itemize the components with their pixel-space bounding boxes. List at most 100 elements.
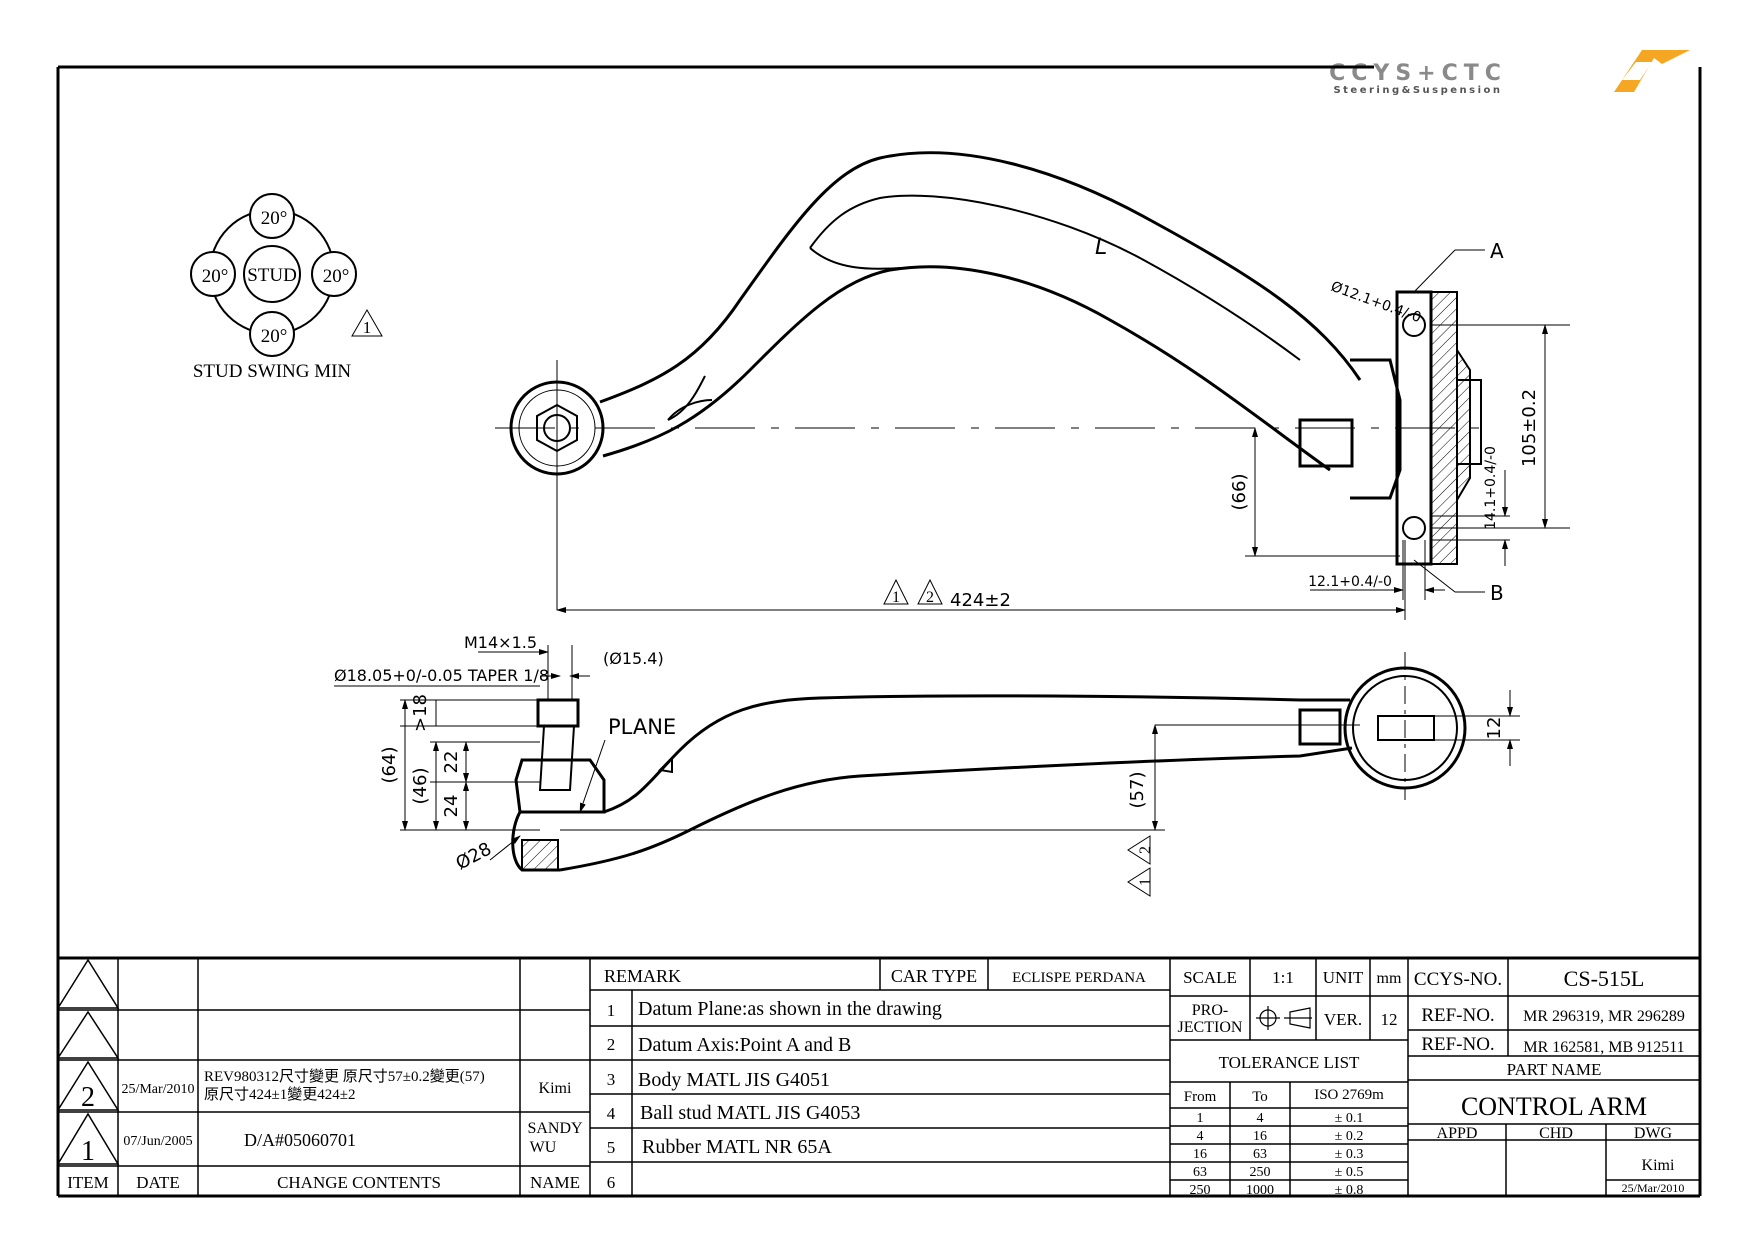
title-block: [57, 958, 1700, 1196]
remarks-table: REMARK CAR TYPE ECLISPE PERDANA 1 Datum …: [604, 966, 1146, 1192]
revision-triangle-icon: [351, 308, 383, 337]
remark-n-6: 6: [607, 1173, 616, 1192]
tol-header-iso: ISO 2769m: [1314, 1087, 1384, 1103]
dim-64: (64): [379, 747, 400, 784]
stud-angle-top: 20°: [261, 208, 288, 229]
dim-18: >18: [410, 694, 431, 732]
dim-hole-diameter: Ø12.1+0.4/-0: [1329, 279, 1424, 326]
stud-swing-caption: STUD SWING MIN: [193, 361, 352, 382]
remark-text-1: Datum Plane:as shown in the drawing: [638, 998, 942, 1020]
tol-r1-to: 4: [1257, 1111, 1264, 1126]
dim-105: 105±0.2: [1519, 389, 1540, 467]
logo-swoosh-icon: [1614, 50, 1690, 92]
stud-angle-left: 20°: [202, 266, 229, 287]
stud-angle-right: 20°: [323, 266, 350, 287]
tol-header-to: To: [1252, 1089, 1268, 1105]
dim-14-1: 14.1+0.4/-0: [1483, 446, 1499, 530]
tol-r3-to: 63: [1253, 1147, 1267, 1162]
stud-center-label: STUD: [247, 265, 297, 286]
datum-a-label: A: [1490, 239, 1504, 263]
plane-label: PLANE: [608, 715, 676, 739]
tol-r5-from: 250: [1190, 1183, 1211, 1198]
datum-b-label: B: [1490, 581, 1504, 605]
ver-value: 12: [1381, 1010, 1398, 1029]
ccys-number: CS-515L: [1564, 966, 1645, 991]
dim-thread: M14×1.5: [464, 633, 537, 652]
chd-label: CHD: [1539, 1125, 1573, 1142]
scale-value: 1:1: [1272, 968, 1294, 987]
tol-r5-iso: ± 0.8: [1335, 1183, 1364, 1198]
info-column: SCALE 1:1 UNIT mm PRO- JECTION VER. 12 T…: [1178, 968, 1402, 1198]
stud-angle-bottom: 20°: [261, 326, 288, 347]
part-name-label: PART NAME: [1507, 1060, 1602, 1079]
rev-name-2: Kimi: [539, 1080, 572, 1097]
dim-dia-15: (Ø15.4): [603, 649, 664, 668]
dwg-label: DWG: [1634, 1125, 1673, 1142]
side-rev-2: 2: [1137, 846, 1154, 854]
company-logo: CCYS+CTC Steering&Suspension: [1329, 50, 1690, 96]
dwg-name: Kimi: [1642, 1157, 1675, 1174]
logo-tagline: Steering&Suspension: [1333, 85, 1502, 96]
tol-r4-from: 63: [1193, 1165, 1207, 1180]
dim-66: (66): [1229, 474, 1250, 511]
tol-r1-from: 1: [1197, 1111, 1204, 1126]
tol-r2-from: 4: [1197, 1129, 1204, 1144]
rev-header-name: NAME: [530, 1173, 580, 1192]
rev-date-2: 25/Mar/2010: [121, 1082, 194, 1097]
rev-item-1: 1: [81, 1136, 95, 1167]
rev-header-contents: CHANGE CONTENTS: [277, 1173, 441, 1192]
car-type-label: CAR TYPE: [891, 966, 977, 986]
dim-taper: Ø18.05+0/-0.05 TAPER 1/8: [334, 666, 549, 685]
tol-r4-iso: ± 0.5: [1335, 1165, 1364, 1180]
ref-label-1: REF-NO.: [1421, 1005, 1494, 1026]
dim-22: 22: [441, 751, 462, 774]
dwg-date: 25/Mar/2010: [1622, 1181, 1685, 1195]
dim-side-12: 12: [1484, 717, 1505, 740]
remark-n-3: 3: [607, 1070, 616, 1089]
rev-contents-1: D/A#05060701: [244, 1130, 356, 1150]
remark-n-5: 5: [607, 1138, 616, 1157]
tol-r2-to: 16: [1253, 1129, 1267, 1144]
dim-28: Ø28: [452, 838, 495, 874]
top-view: L A B Ø12.1+0.4/-0 105±0.2 (66) 14.1+0.4…: [495, 151, 1570, 620]
stud-rev-mark: 1: [363, 318, 372, 337]
projection-label-2: JECTION: [1178, 1019, 1243, 1036]
tol-r4-to: 250: [1250, 1165, 1271, 1180]
revision-triangle-icon: [1127, 867, 1151, 897]
part-column: CCYS-NO. CS-515L REF-NO. MR 296319, MR 2…: [1414, 966, 1685, 1195]
unit-value: mm: [1377, 970, 1402, 987]
revision-triangle-icon: [883, 578, 909, 605]
rev-item-2: 2: [81, 1082, 95, 1113]
dim-46: (46): [410, 768, 431, 805]
rev-contents-2a: REV980312尺寸變更 原尺寸57±0.2變更(57): [204, 1068, 485, 1085]
dim-24: 24: [441, 795, 462, 818]
remark-text-5: Rubber MATL NR 65A: [642, 1136, 832, 1158]
unit-label: UNIT: [1323, 968, 1364, 987]
remark-text-4: Ball stud MATL JIS G4053: [640, 1102, 860, 1124]
projection-label-1: PRO-: [1192, 1002, 1228, 1019]
side-view: 12 (57) 2 1 M14×1.5 (Ø15.4) Ø18.05+0/-0.…: [334, 633, 1520, 897]
top-rev-1: 1: [892, 589, 900, 606]
tol-r5-to: 1000: [1246, 1183, 1274, 1198]
revision-triangle-icon: [917, 578, 943, 605]
ref-value-2: MR 162581, MB 912511: [1523, 1039, 1684, 1056]
dim-12-1: 12.1+0.4/-0: [1308, 574, 1392, 590]
ref-label-2: REF-NO.: [1421, 1034, 1494, 1055]
drawing-frame: [56, 65, 1702, 1198]
rev-header-item: ITEM: [67, 1173, 109, 1192]
logo-swoosh-inner-icon: [1622, 62, 1652, 80]
ref-value-1: MR 296319, MR 296289: [1523, 1008, 1685, 1025]
ver-label: VER.: [1324, 1010, 1362, 1029]
remark-header: REMARK: [604, 966, 681, 986]
remark-text-2: Datum Axis:Point A and B: [638, 1034, 851, 1056]
projection-symbol-icon: [1256, 1006, 1312, 1030]
rev-header-date: DATE: [136, 1173, 179, 1192]
scale-label: SCALE: [1183, 968, 1237, 987]
logo-wordmark: CCYS+CTC: [1329, 61, 1507, 86]
rev-date-1: 07/Jun/2005: [123, 1134, 192, 1149]
rev-name-1a: SANDY: [527, 1120, 583, 1137]
remark-n-1: 1: [607, 1001, 616, 1020]
rev-name-1b: WU: [530, 1139, 557, 1156]
dim-424: 424±2: [950, 590, 1011, 611]
